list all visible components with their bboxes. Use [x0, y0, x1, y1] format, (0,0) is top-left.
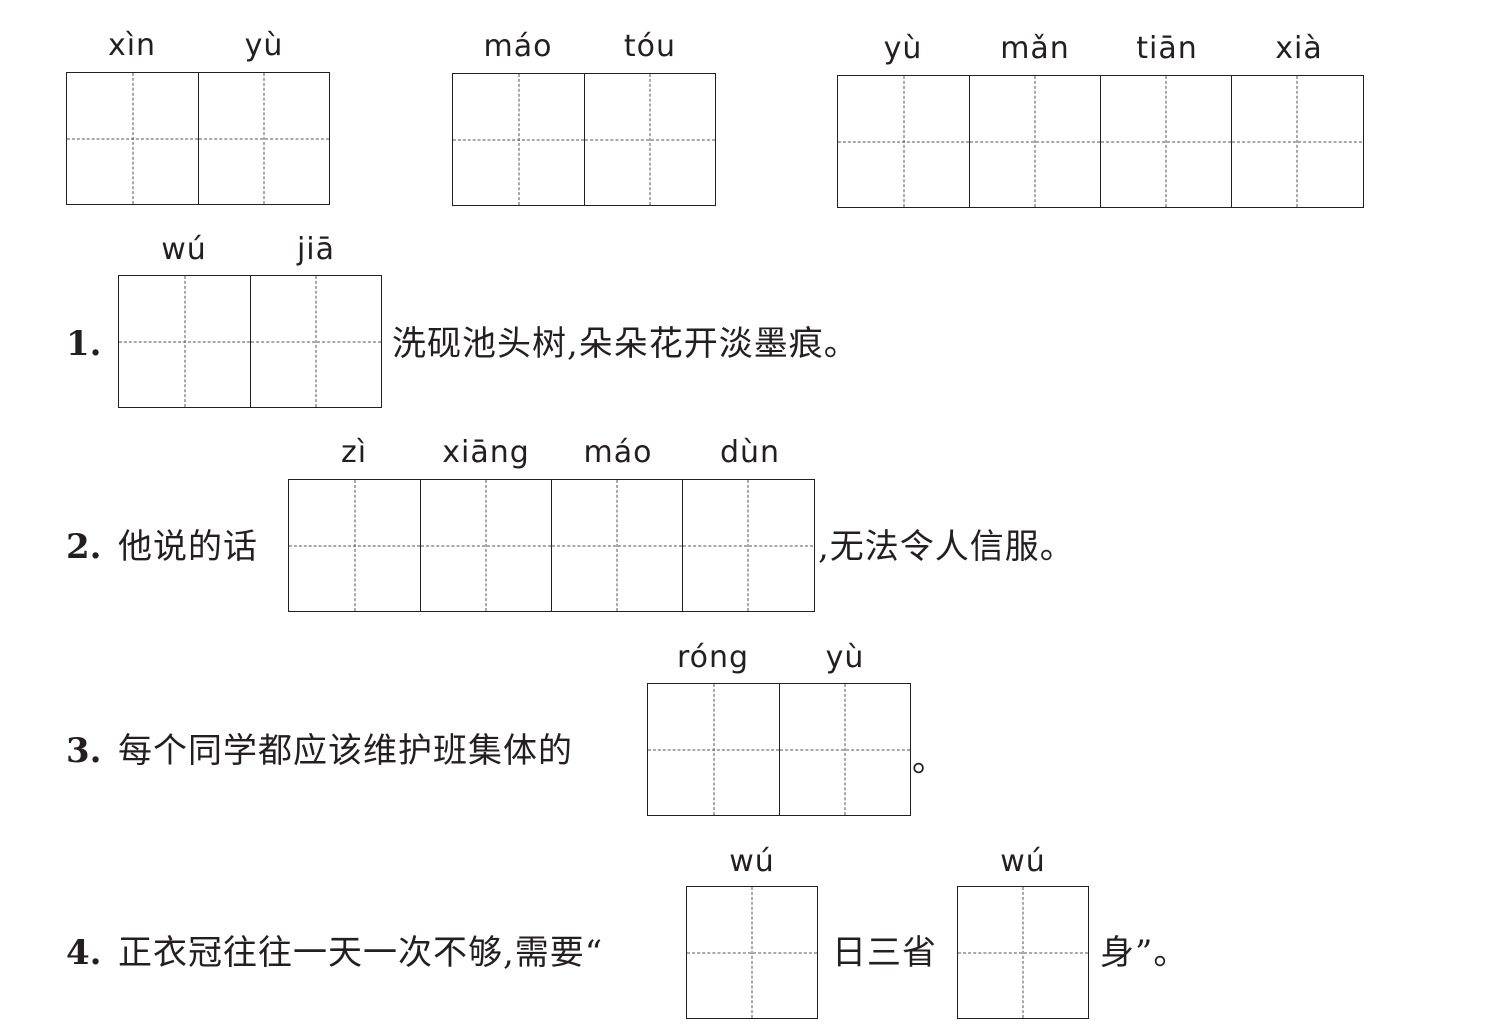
pinyin-label: tiān [1136, 31, 1198, 66]
pinyin-label: zì [340, 435, 368, 470]
sentence-text: 身”。 [1100, 933, 1189, 973]
pinyin-label: xìn [107, 28, 157, 63]
tianzige-cell[interactable] [551, 480, 682, 611]
tianzige-cell[interactable] [250, 276, 381, 407]
tianzige-grid[interactable] [686, 886, 818, 1019]
word-group-xin-yu: xìn yù [66, 24, 330, 206]
pinyin-label: xià [1275, 31, 1323, 66]
pinyin-row: yù mǎn tiān xià [837, 27, 1365, 71]
pinyin-label: tóu [623, 29, 677, 64]
word-group-mao-tou: máo tóu [452, 25, 716, 207]
sentence-text: 洗砚池头树,朵朵花开淡墨痕。 [392, 324, 859, 364]
pinyin-label: yù [244, 28, 284, 63]
pinyin-row: wú [957, 840, 1089, 884]
tianzige-cell[interactable] [682, 480, 813, 611]
word-group-yu-man-tian-xia: yù mǎn tiān xià [837, 27, 1364, 209]
pinyin-label: róng [676, 640, 750, 675]
pinyin-label: dùn [719, 435, 781, 470]
pinyin-row: wú [686, 840, 818, 884]
tianzige-cell[interactable] [119, 276, 250, 407]
pinyin-label: xiāng [442, 435, 530, 470]
pinyin-label: máo [483, 29, 553, 64]
word-group-wu-1: wú [686, 840, 818, 1022]
pinyin-row: róng yù [647, 636, 911, 680]
pinyin-row: xìn yù [66, 24, 330, 68]
tianzige-cell[interactable] [687, 887, 817, 1018]
sentence-text: ,无法令人信服。 [818, 527, 1075, 567]
pinyin-label: wú [1000, 844, 1046, 879]
tianzige-cell[interactable] [420, 480, 551, 611]
tianzige-cell[interactable] [958, 887, 1088, 1018]
sentence-text: 他说的话 [118, 527, 258, 567]
tianzige-grid[interactable] [837, 75, 1364, 208]
pinyin-row: zì xiāng máo dùn [288, 431, 816, 475]
tianzige-grid[interactable] [452, 73, 716, 206]
sentence-text: 日三省 [832, 933, 937, 973]
word-group-zi-xiang-mao-dun: zì xiāng máo dùn [288, 431, 815, 613]
sentence-text: 。 [912, 740, 947, 780]
tianzige-grid[interactable] [288, 479, 815, 612]
tianzige-grid[interactable] [957, 886, 1089, 1019]
tianzige-cell[interactable] [453, 74, 584, 205]
tianzige-cell[interactable] [584, 74, 715, 205]
tianzige-cell[interactable] [1231, 76, 1362, 207]
tianzige-grid[interactable] [66, 72, 330, 205]
question-number: 2. [66, 527, 102, 567]
tianzige-cell[interactable] [289, 480, 420, 611]
tianzige-cell[interactable] [838, 76, 969, 207]
word-group-wu-2: wú [957, 840, 1089, 1022]
sentence-text: 每个同学都应该维护班集体的 [118, 731, 573, 771]
pinyin-row: máo tóu [452, 25, 716, 69]
tianzige-cell[interactable] [1100, 76, 1231, 207]
question-number: 1. [66, 324, 102, 364]
tianzige-grid[interactable] [647, 683, 911, 816]
pinyin-label: wú [161, 232, 207, 267]
tianzige-cell[interactable] [648, 684, 779, 815]
sentence-text: 正衣冠往往一天一次不够,需要“ [118, 933, 604, 973]
tianzige-cell[interactable] [779, 684, 910, 815]
question-number: 4. [66, 933, 102, 973]
tianzige-cell[interactable] [198, 73, 329, 204]
tianzige-cell[interactable] [67, 73, 198, 204]
pinyin-label: yù [825, 640, 865, 675]
word-group-rong-yu: róng yù [647, 636, 911, 818]
pinyin-label: máo [583, 435, 653, 470]
pinyin-label: wú [729, 844, 775, 879]
pinyin-label: jiā [296, 232, 336, 267]
question-number: 3. [66, 731, 102, 771]
pinyin-label: mǎn [1000, 31, 1070, 66]
tianzige-cell[interactable] [969, 76, 1100, 207]
word-group-wu-jia: wú jiā [118, 228, 382, 410]
tianzige-grid[interactable] [118, 275, 382, 408]
pinyin-label: yù [883, 31, 923, 66]
pinyin-row: wú jiā [118, 228, 382, 272]
